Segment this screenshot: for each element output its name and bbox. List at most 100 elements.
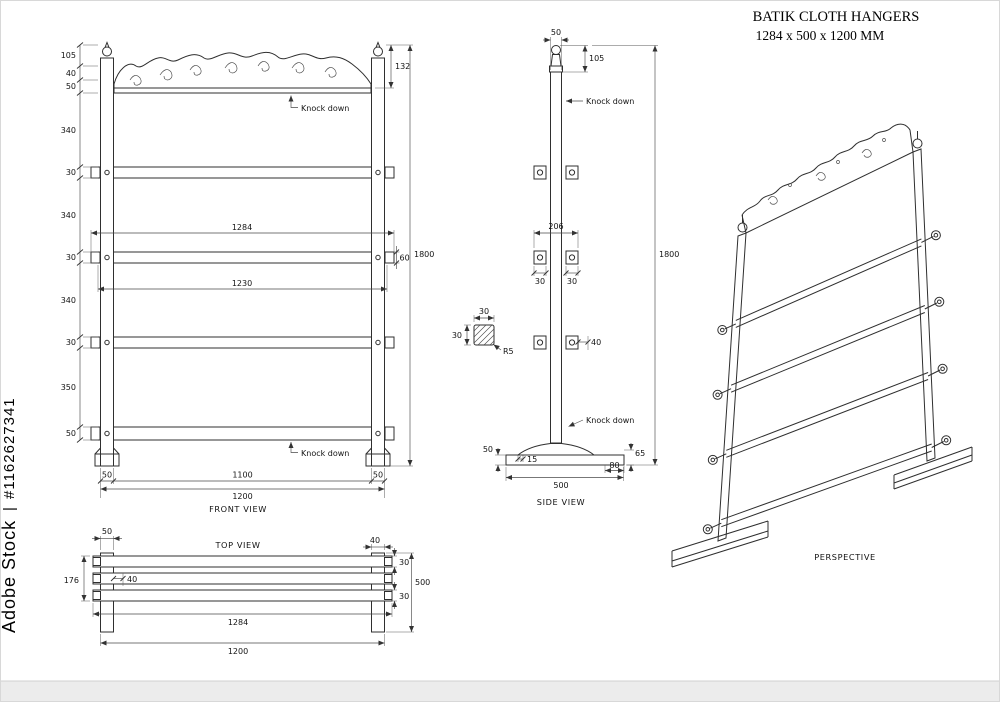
perspective-view-label: PERSPECTIVE xyxy=(814,552,876,562)
dim-label: 105 xyxy=(61,51,76,60)
dim-label: 30 xyxy=(66,338,76,347)
dim-label: 340 xyxy=(61,211,76,220)
side-connector-pair-3 xyxy=(533,335,579,350)
dim-label: 40 xyxy=(127,575,137,584)
page-title: BATIK CLOTH HANGERS xyxy=(753,9,920,25)
front-dim-rail-height: 60 xyxy=(393,246,410,269)
perspective-drawing xyxy=(671,123,973,568)
dim-label: 500 xyxy=(415,578,430,587)
dim-label: 40 xyxy=(591,338,601,347)
perspective-view: PERSPECTIVE xyxy=(671,123,973,568)
perspective-rail-2 xyxy=(712,296,945,400)
dim-label: 132 xyxy=(395,62,410,71)
perspective-rail-4 xyxy=(702,435,952,535)
dim-label: R5 xyxy=(503,347,514,356)
perspective-left-foot xyxy=(671,520,769,568)
top-view-label: TOP VIEW xyxy=(214,540,260,550)
dim-label: 30 xyxy=(66,168,76,177)
dim-label: 1284 xyxy=(232,223,252,232)
top-view: TOP VIEW 50 xyxy=(64,527,431,656)
dim-label: 80 xyxy=(609,461,619,470)
front-left-foot xyxy=(94,447,120,467)
side-dim-finial: 105 xyxy=(560,45,604,73)
dim-label: 50 xyxy=(373,471,383,480)
side-dim-post-width: 50 xyxy=(543,28,569,70)
side-base-dims: 50 15 80 65 500 xyxy=(483,443,645,490)
front-right-finial xyxy=(373,41,383,57)
detail-dims: 30 30 R5 xyxy=(452,307,514,356)
front-view-dimensions: 105 40 50 340 30 340 30 340 30 350 50 13… xyxy=(61,42,434,514)
front-view-drawing xyxy=(90,41,395,467)
perspective-carved-crest xyxy=(741,123,914,234)
dim-label: 50 xyxy=(102,471,112,480)
callout-label: Knock down xyxy=(586,97,634,106)
dim-label: 1800 xyxy=(414,250,434,259)
side-view-dimensions: 50 105 Knock down 206 xyxy=(452,28,680,507)
dim-label: 1230 xyxy=(232,279,252,288)
side-finial xyxy=(549,45,563,73)
front-left-finial xyxy=(102,41,112,57)
side-connector-pair-2 xyxy=(533,250,579,265)
dim-label: 50 xyxy=(66,82,76,91)
dim-label: 60 xyxy=(400,254,410,263)
dim-label: 50 xyxy=(66,429,76,438)
side-knock-down-top: Knock down xyxy=(566,97,634,106)
front-bottom-dims: 50 1100 50 1200 xyxy=(97,468,388,501)
front-right-foot xyxy=(365,447,391,467)
dim-label: 50 xyxy=(551,28,561,37)
watermark-id: #1162627341 xyxy=(1,397,18,499)
side-view: 50 105 Knock down 206 xyxy=(452,28,680,507)
front-dim-total-height: 1800 xyxy=(390,45,434,467)
dim-label: 30 xyxy=(399,558,409,567)
perspective-rail-1 xyxy=(717,230,941,335)
dim-label: 40 xyxy=(370,536,380,545)
top-view-dimensions: 50 40 176 40 30 30 xyxy=(64,527,431,656)
dim-label: 206 xyxy=(548,222,563,231)
dim-label: 350 xyxy=(61,383,76,392)
callout-label: Knock down xyxy=(301,104,349,113)
side-knock-down-bottom: Knock down xyxy=(568,416,634,427)
dim-label: 40 xyxy=(66,69,76,78)
front-knock-down-bottom: Knock down xyxy=(288,442,349,458)
watermark-separator: | xyxy=(1,506,18,511)
dim-label: 30 xyxy=(479,307,489,316)
dim-label: 1200 xyxy=(228,647,248,656)
front-dim-rail-length: 1284 xyxy=(90,223,395,252)
front-view-label: FRONT VIEW xyxy=(209,504,267,514)
dim-label: 30 xyxy=(452,331,462,340)
front-carved-crest xyxy=(113,51,372,94)
side-dim-connector-span: 206 xyxy=(533,222,579,248)
dim-label: 30 xyxy=(66,253,76,262)
front-rail-3 xyxy=(90,336,395,349)
dim-label: 30 xyxy=(567,277,577,286)
side-dim-connector-offset: 40 xyxy=(575,336,601,350)
side-view-label: SIDE VIEW xyxy=(537,497,585,507)
perspective-left-post xyxy=(717,232,747,542)
dim-label: 1800 xyxy=(659,250,679,259)
dim-label: 30 xyxy=(399,592,409,601)
dim-label: 340 xyxy=(61,126,76,135)
perspective-right-post xyxy=(912,148,936,462)
callout-label: Knock down xyxy=(586,416,634,425)
dim-label: 105 xyxy=(589,54,604,63)
side-dim-connector-widths: 30 30 xyxy=(531,266,581,286)
watermark-brand: Adobe Stock xyxy=(0,520,19,633)
watermark: Adobe Stock | #1162627341 xyxy=(0,397,19,633)
dim-label: 30 xyxy=(535,277,545,286)
dim-label: 500 xyxy=(553,481,568,490)
front-knock-down-top: Knock down xyxy=(288,95,349,113)
front-dim-inner-length: 1230 xyxy=(97,265,388,292)
footer-strip xyxy=(1,681,999,701)
dim-label: 1284 xyxy=(228,618,248,627)
dim-label: 1200 xyxy=(232,492,252,501)
side-connector-pair-1 xyxy=(533,165,579,180)
dim-label: 65 xyxy=(635,449,645,458)
perspective-rail-3 xyxy=(707,363,948,465)
top-view-drawing xyxy=(92,552,393,633)
front-left-dim-chain: 105 40 50 340 30 340 30 340 30 350 50 xyxy=(61,42,98,443)
perspective-right-foot xyxy=(893,446,973,490)
front-rail-1 xyxy=(90,166,395,179)
dim-label: 340 xyxy=(61,296,76,305)
